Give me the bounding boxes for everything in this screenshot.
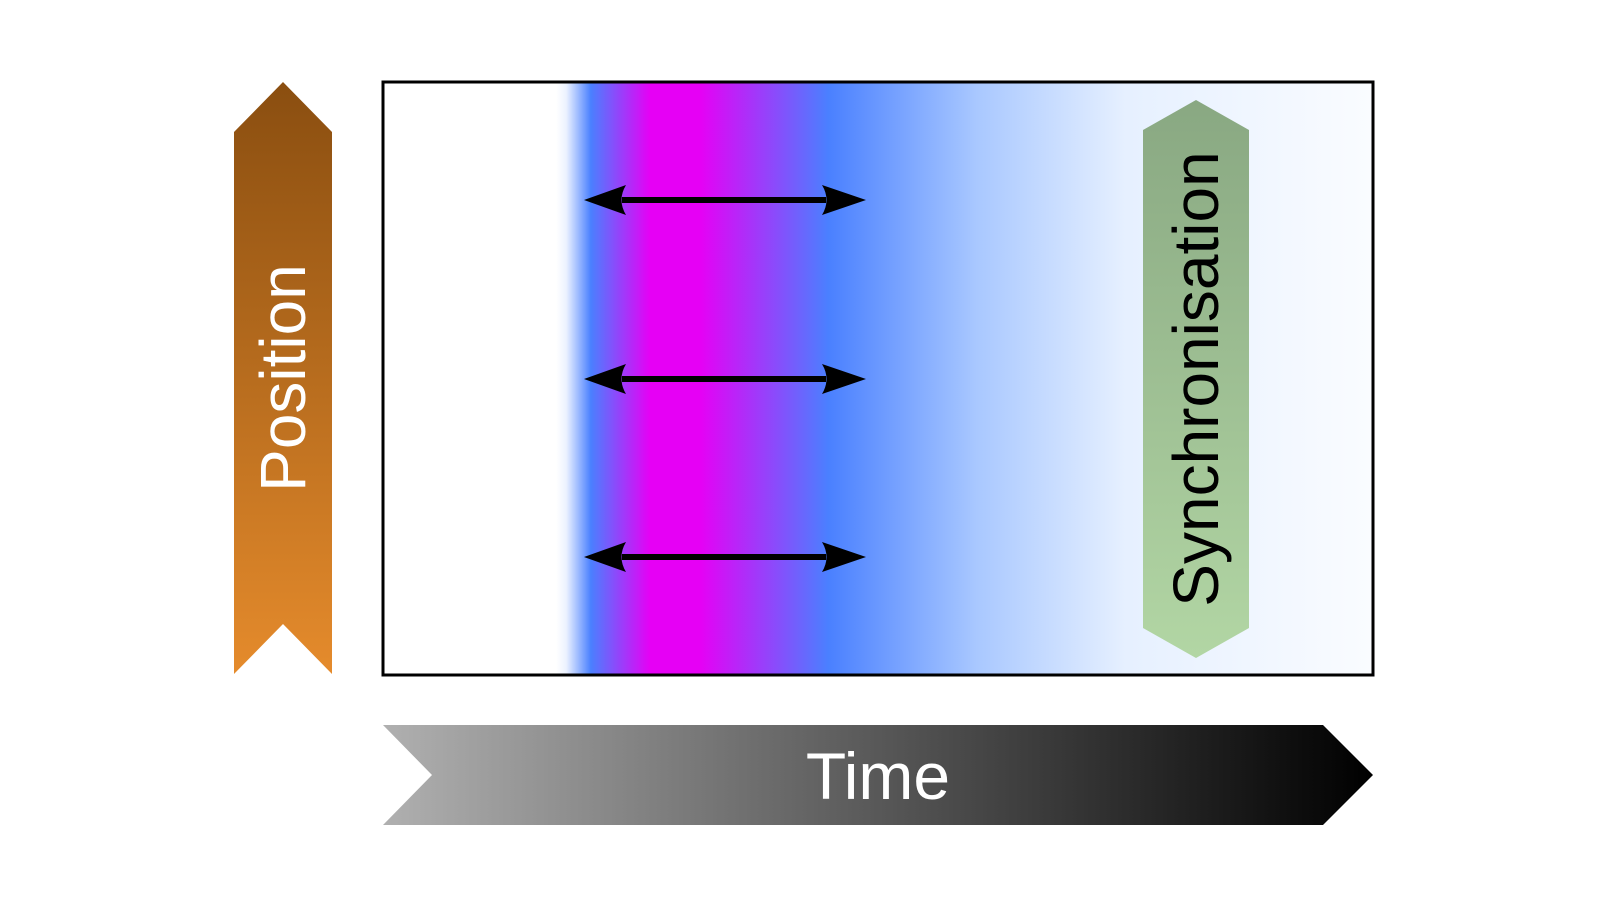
time-arrow: Time: [383, 725, 1373, 825]
double-arrow-3: [584, 542, 866, 572]
arrow-head-right: [822, 542, 866, 572]
position-label: Position: [247, 264, 319, 492]
arrow-head-left: [584, 364, 626, 394]
double-arrow-1: [584, 185, 866, 215]
synchronisation-badge: Synchronisation: [1143, 100, 1249, 658]
position-arrow: Position: [234, 82, 332, 674]
double-arrow-2: [584, 364, 866, 394]
panel-frame: [381, 80, 1375, 677]
arrow-head-left: [584, 185, 626, 215]
arrow-head-left: [584, 542, 626, 572]
synchronisation-label: Synchronisation: [1160, 151, 1232, 606]
arrow-head-right: [822, 364, 866, 394]
time-arrow-shape: [383, 725, 1373, 825]
synchronisation-badge-shape: [1143, 100, 1249, 658]
time-label: Time: [806, 739, 950, 813]
position-arrow-shape: [234, 82, 332, 674]
main-panel: Synchronisation: [381, 80, 1375, 677]
arrow-head-right: [822, 185, 866, 215]
